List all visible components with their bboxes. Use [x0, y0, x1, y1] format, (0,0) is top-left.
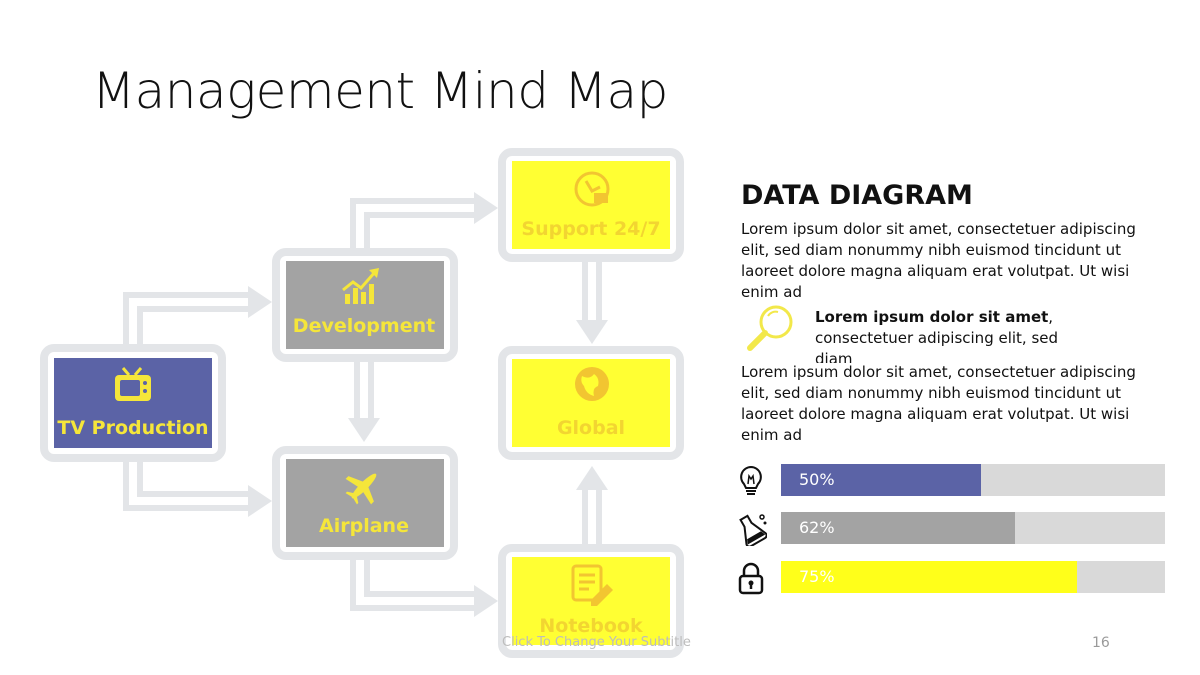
arrowhead	[576, 466, 608, 490]
arrowhead	[474, 192, 498, 224]
connectors	[123, 192, 608, 617]
page-title: Management Mind Map	[92, 62, 668, 120]
clock-24-icon	[574, 171, 610, 207]
node-tv-production-fill	[54, 358, 212, 448]
panel-paragraph-1: Lorem ipsum dolor sit amet, consectetuer…	[741, 220, 1136, 301]
connector-development-support	[350, 198, 476, 252]
progress-percent: 75%	[799, 567, 835, 586]
subtitle-placeholder[interactable]: Click To Change Your Subtitle	[502, 635, 691, 650]
node-airplane[interactable]: Airplane	[272, 446, 458, 560]
node-development-label: Development	[293, 315, 435, 337]
node-tv-production[interactable]: TV Production	[40, 344, 226, 462]
progress-fill	[781, 464, 981, 496]
panel-highlight-rest: , consectetuer adipiscing elit, sed diam	[815, 308, 1059, 363]
arrowhead	[248, 286, 272, 318]
tv-icon	[115, 367, 151, 401]
node-global-label: Global	[557, 417, 625, 439]
arrowhead	[576, 320, 608, 344]
progress-percent: 50%	[799, 470, 835, 489]
progress-percent: 62%	[799, 518, 835, 537]
node-airplane-fill	[286, 459, 444, 547]
notebook-pen-icon	[571, 564, 613, 606]
globe-icon	[575, 367, 609, 401]
connector-airplane-notebook	[350, 558, 476, 611]
progress-row-2: 62%	[735, 512, 1165, 546]
lock-icon	[738, 562, 764, 595]
node-notebook[interactable]: Notebook	[498, 544, 684, 658]
growth-chart-icon	[342, 268, 379, 304]
node-tv-production-label: TV Production	[57, 417, 208, 439]
progress-row-1: 50%	[735, 464, 1165, 498]
progress-track: 62%	[781, 512, 1165, 544]
progress-track: 50%	[781, 464, 1165, 496]
connector-tv-development	[123, 292, 250, 350]
node-airplane-label: Airplane	[319, 515, 409, 537]
panel-highlight: Lorem ipsum dolor sit amet, consectetuer…	[815, 307, 1075, 363]
mind-map-diagram: TV Production Development	[40, 148, 684, 658]
node-notebook-label: Notebook	[539, 615, 643, 637]
progress-fill	[781, 512, 1016, 544]
magnifier-icon	[747, 305, 793, 351]
flask-icon	[739, 514, 767, 546]
arrowhead	[474, 585, 498, 617]
node-support[interactable]: Support 24/7	[498, 148, 684, 262]
panel-paragraph-2: Lorem ipsum dolor sit amet, consectetuer…	[741, 363, 1136, 444]
node-development-fill	[286, 261, 444, 349]
progress-row-3: 75%	[735, 561, 1165, 595]
panel-title: DATA DIAGRAM	[741, 180, 973, 211]
lightbulb-icon	[740, 465, 762, 495]
panel-highlight-bold: Lorem ipsum dolor sit amet	[815, 308, 1049, 326]
airplane-icon	[345, 473, 377, 505]
progress-fill	[781, 561, 1077, 593]
arrowhead	[248, 485, 272, 517]
page-number: 16	[1092, 635, 1110, 651]
progress-track: 75%	[781, 561, 1165, 593]
arrowhead	[348, 418, 380, 442]
node-global[interactable]: Global	[498, 346, 684, 460]
node-development[interactable]: Development	[272, 248, 458, 362]
node-support-label: Support 24/7	[521, 218, 660, 240]
